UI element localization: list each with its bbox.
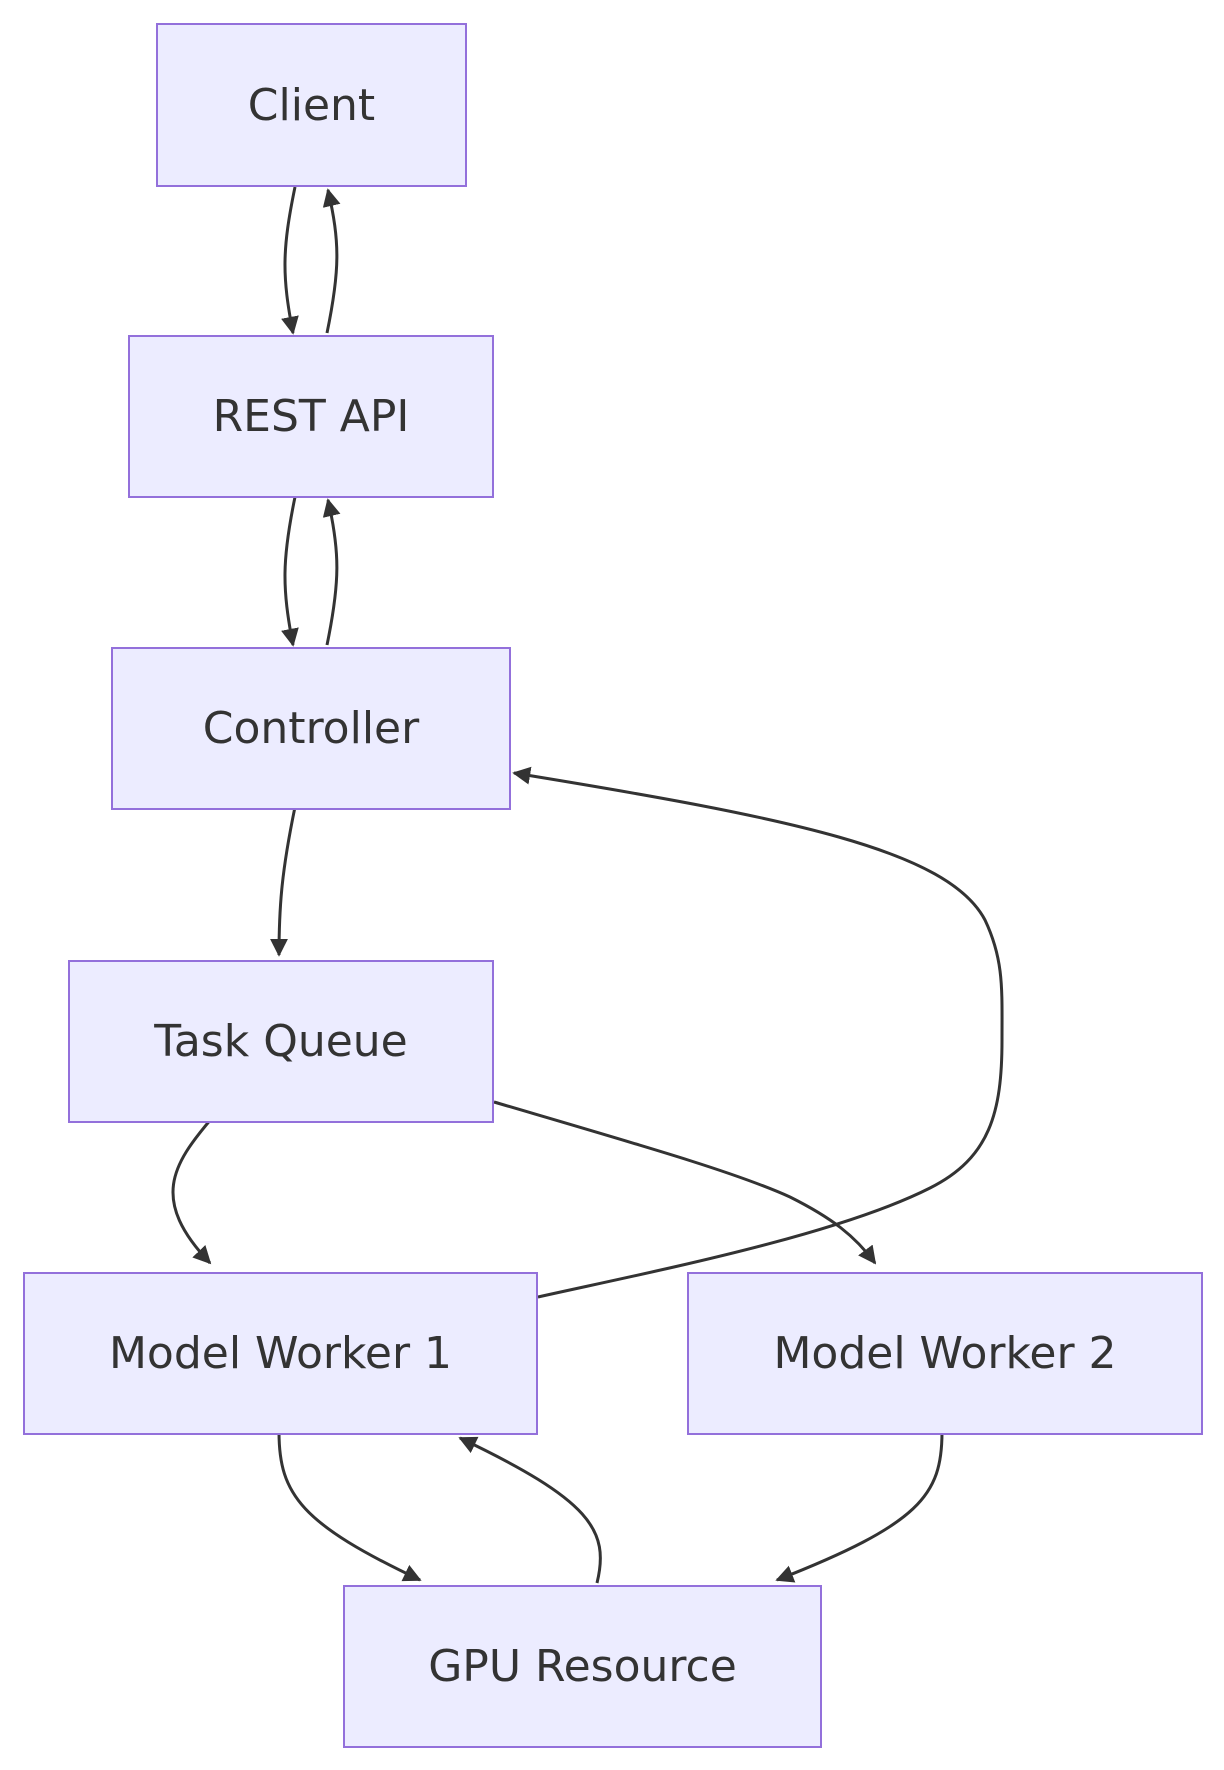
- edge-controller-to-rest-api: [322, 498, 341, 646]
- node-label: Model Worker 2: [773, 1328, 1117, 1379]
- node-rest-api: REST API: [128, 335, 494, 498]
- edge-rest-api-to-client: [322, 188, 341, 334]
- edge-gpu-resource-to-model-worker-1: [458, 1436, 602, 1584]
- node-label: GPU Resource: [428, 1641, 737, 1692]
- node-label: Controller: [202, 703, 420, 754]
- node-model-worker-2: Model Worker 2: [687, 1272, 1203, 1435]
- node-gpu-resource: GPU Resource: [343, 1585, 822, 1748]
- edge-controller-to-task-queue: [270, 806, 297, 957]
- edge-rest-api-to-controller: [281, 496, 299, 647]
- edge-model-worker-1-to-gpu-resource: [277, 1431, 422, 1582]
- node-label: Client: [247, 79, 376, 131]
- node-task-queue: Task Queue: [68, 960, 494, 1123]
- edge-task-queue-to-model-worker-1: [171, 1117, 214, 1265]
- edge-task-queue-to-model-worker-2: [493, 1100, 877, 1265]
- edge-model-worker-1-to-controller: [512, 766, 1004, 1299]
- node-client: Client: [156, 23, 467, 187]
- node-label: Model Worker 1: [108, 1328, 453, 1379]
- node-model-worker-1: Model Worker 1: [23, 1272, 538, 1435]
- edge-model-worker-2-to-gpu-resource: [775, 1431, 944, 1583]
- node-controller: Controller: [111, 647, 511, 810]
- node-label: REST API: [212, 391, 410, 442]
- node-label: Task Queue: [154, 1016, 408, 1067]
- edge-client-to-rest-api: [281, 186, 299, 335]
